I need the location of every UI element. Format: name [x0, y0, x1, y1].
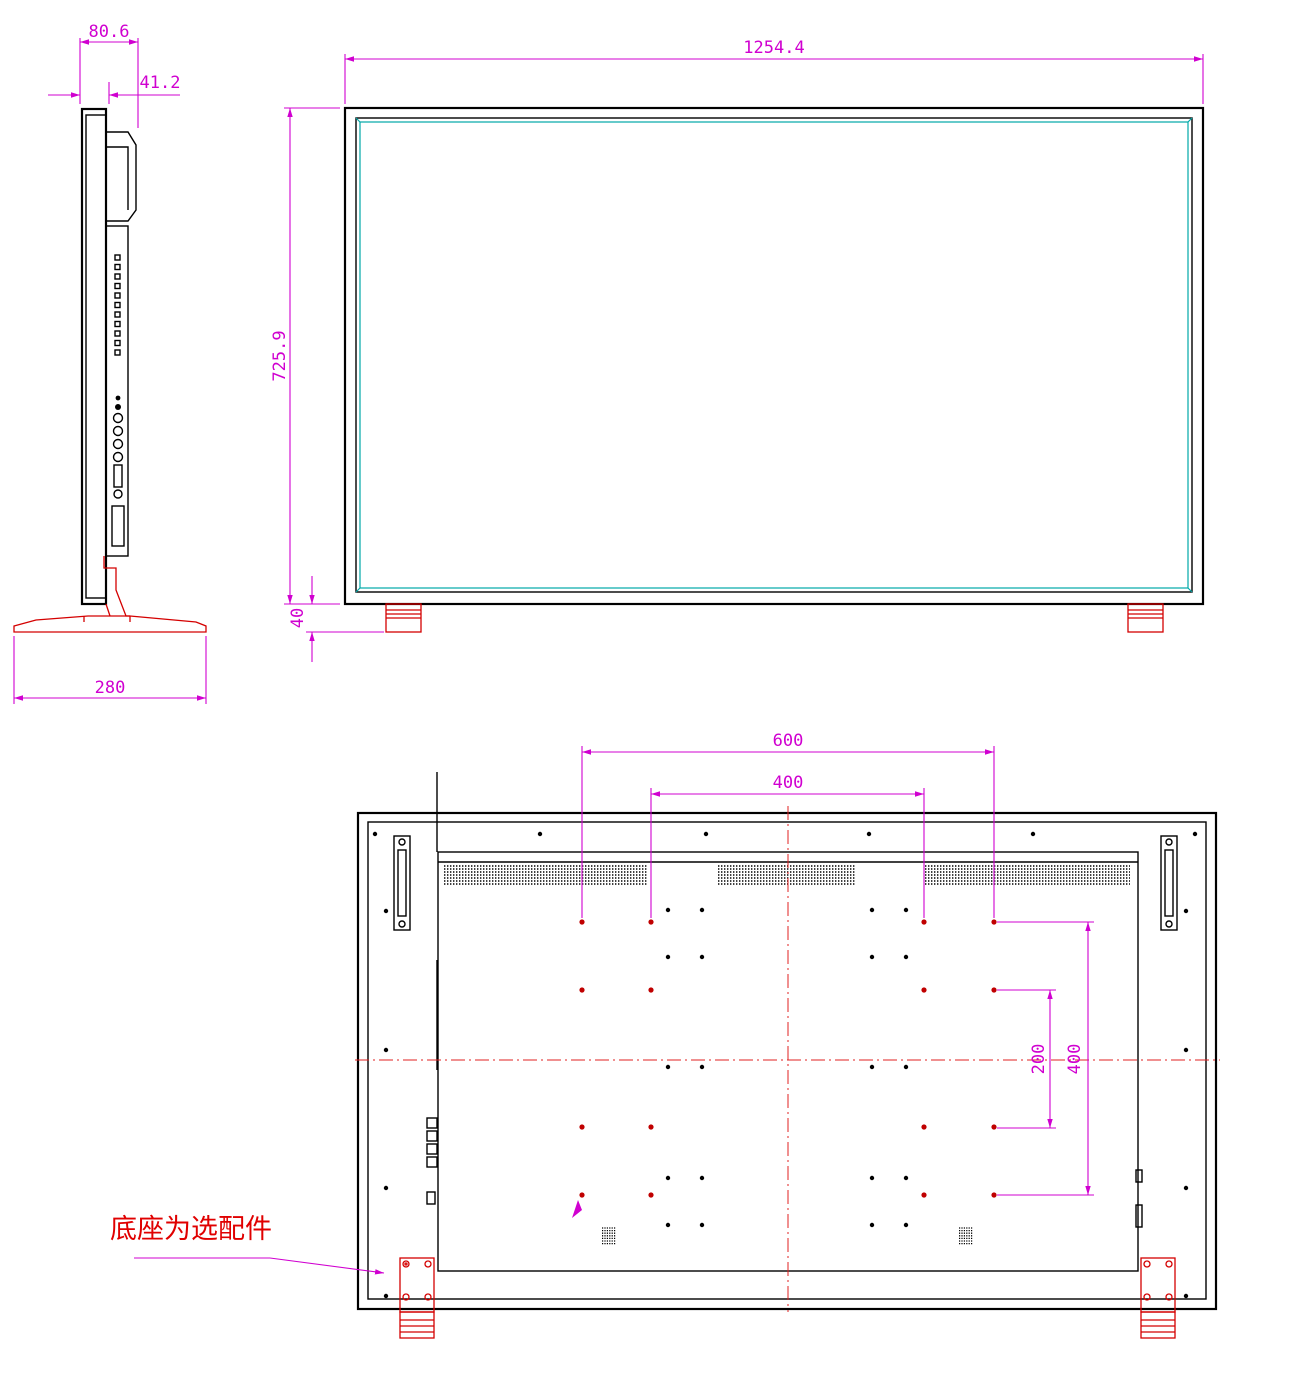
vesa-hole — [921, 987, 927, 993]
side-port-square — [114, 273, 121, 280]
speaker-grille — [602, 1227, 616, 1245]
screw-hole — [1183, 1185, 1189, 1191]
vesa-hole — [648, 987, 654, 993]
screw-hole — [665, 907, 671, 913]
screw-hole — [903, 1064, 909, 1070]
dim-side-depth-body: 41.2 — [140, 73, 181, 93]
vesa-hole — [579, 987, 585, 993]
dim-vesa-outer-height: 400 — [1065, 1044, 1085, 1075]
screw-hole — [903, 907, 909, 913]
screw-hole — [699, 1222, 705, 1228]
rear-handle-right — [1160, 835, 1178, 931]
dim-vesa-inner-height: 200 — [1029, 1044, 1049, 1075]
side-port-square — [114, 301, 121, 309]
side-port-square — [114, 282, 121, 290]
dim-front-height: 725.9 — [270, 330, 290, 381]
screw-hole — [869, 954, 875, 960]
vesa-hole — [579, 1124, 585, 1130]
vesa-hole — [991, 987, 997, 993]
side-port-square — [114, 311, 121, 318]
screw-hole — [869, 907, 875, 913]
dim-vesa-inner-width: 400 — [773, 773, 804, 793]
screw-hole — [1183, 1047, 1189, 1053]
screw-hole — [1030, 831, 1036, 837]
screw-hole — [665, 1222, 671, 1228]
side-port-square — [114, 330, 121, 337]
rear-base-left — [399, 1257, 435, 1339]
screw-hole — [665, 1064, 671, 1070]
optional-base-note: 底座为选配件 — [110, 1214, 385, 1275]
rear-side-connectors — [426, 960, 1143, 1228]
vent-block — [718, 865, 856, 885]
screw-hole — [869, 1222, 875, 1228]
screw-hole — [537, 831, 543, 837]
side-connector-circles — [111, 395, 125, 547]
note-text: 底座为选配件 — [110, 1214, 272, 1245]
screw-hole — [383, 908, 389, 914]
side-port-square — [114, 349, 121, 356]
side-port-square — [114, 339, 121, 347]
screw-hole — [699, 1064, 705, 1070]
screw-hole — [383, 1185, 389, 1191]
side-port-square — [114, 254, 121, 261]
side-port-square — [114, 292, 121, 299]
side-connector-squares — [114, 254, 121, 356]
vesa-hole — [921, 1192, 927, 1198]
rear-handle-left — [393, 835, 411, 931]
screw-hole — [866, 831, 872, 837]
screw-hole — [383, 1047, 389, 1053]
vent-block — [444, 865, 648, 885]
vesa-hole — [648, 1192, 654, 1198]
vesa-hole — [579, 919, 585, 925]
screw-hole — [1183, 1293, 1189, 1299]
front-foot-right — [1127, 603, 1164, 633]
screw-hole — [903, 954, 909, 960]
screw-hole — [665, 1175, 671, 1181]
screw-hole — [903, 1175, 909, 1181]
screw-hole — [1192, 831, 1198, 837]
vent-block — [925, 865, 1130, 885]
vesa-hole — [921, 1124, 927, 1130]
dim-front-width: 1254.4 — [743, 38, 804, 58]
screw-hole — [665, 954, 671, 960]
rear-base-right — [1140, 1257, 1176, 1339]
vesa-hole — [921, 919, 927, 925]
side-view-base — [13, 556, 207, 633]
side-port-square — [114, 320, 121, 328]
screw-hole — [699, 954, 705, 960]
rear-view: 600 400 200 400 — [355, 731, 1220, 1339]
front-foot-left — [385, 603, 422, 633]
dim-base-depth: 280 — [95, 678, 126, 698]
side-view: 80.6 41.2 280 — [13, 22, 207, 704]
dim-foot-height: 40 — [288, 608, 308, 628]
screw-hole — [869, 1175, 875, 1181]
vesa-hole — [648, 1124, 654, 1130]
screw-hole — [703, 831, 709, 837]
vesa-hole — [991, 1192, 997, 1198]
screw-hole — [1183, 908, 1189, 914]
dim-side-depth-total: 80.6 — [89, 22, 130, 42]
vesa-hole — [991, 919, 997, 925]
screw-hole — [869, 1064, 875, 1070]
screw-hole — [903, 1222, 909, 1228]
side-port-square — [114, 263, 121, 271]
front-view: 1254.4 725.9 40 — [270, 38, 1205, 662]
speaker-grille — [959, 1227, 973, 1245]
dim-vesa-outer-width: 600 — [773, 731, 804, 751]
screw-hole — [699, 907, 705, 913]
screw-hole — [372, 831, 378, 837]
screw-hole — [383, 1293, 389, 1299]
vesa-hole — [648, 919, 654, 925]
screw-hole — [699, 1175, 705, 1181]
rear-vents — [444, 865, 1130, 885]
vesa-hole — [991, 1124, 997, 1130]
vesa-hole — [579, 1192, 585, 1198]
rear-screw-holes — [372, 831, 1198, 1299]
